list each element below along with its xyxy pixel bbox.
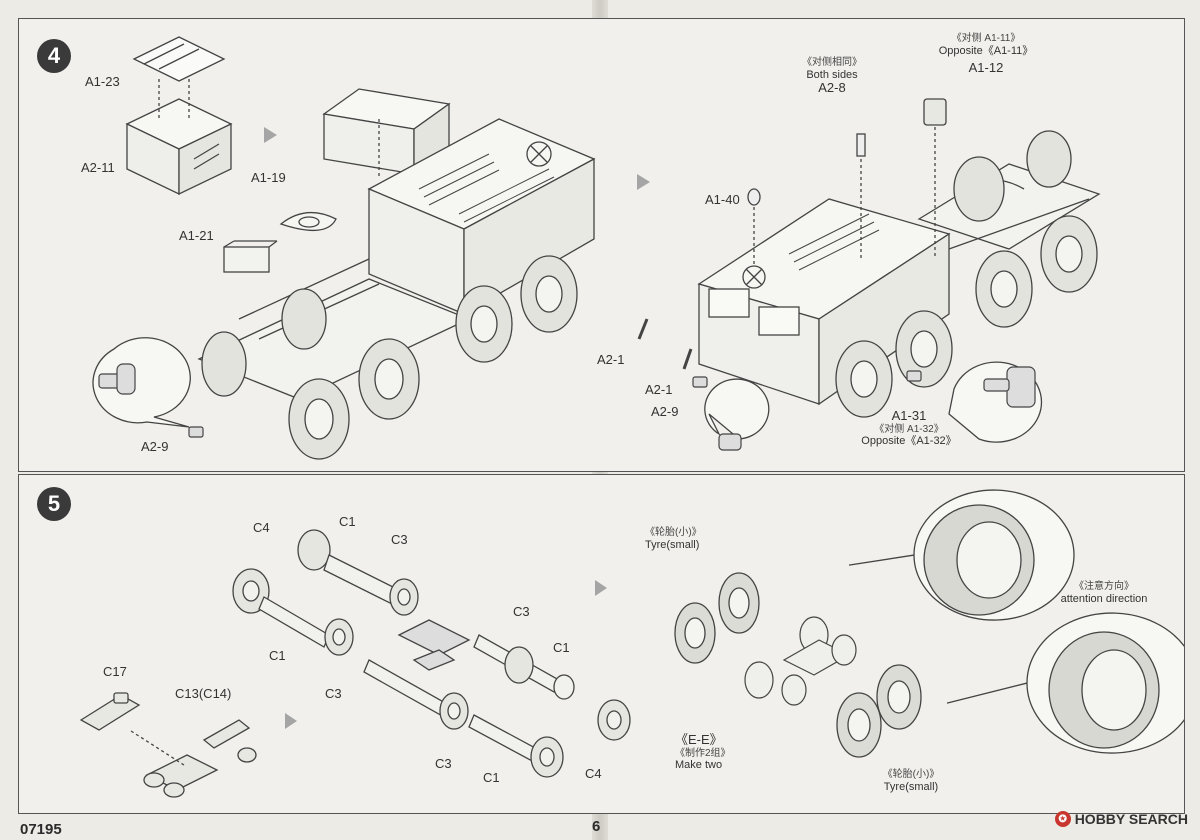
label-a1-31: A1-31 [891, 408, 927, 423]
label-ee: 《E-E》 [675, 732, 723, 747]
both-sides-cn: 《对侧相同》 [802, 57, 862, 68]
step-4-panel: 4 [18, 18, 1185, 472]
label-a1-23: A1-23 [85, 74, 120, 89]
label-c4-top: C4 [253, 520, 270, 535]
attention-en: attention direction [1060, 592, 1148, 605]
make-two-en: Make two [675, 759, 723, 772]
step-5-badge: 5 [37, 487, 71, 521]
attention-cn: 《注意方向》 [1074, 581, 1134, 592]
label-a2-11: A2-11 [81, 160, 115, 175]
label-c1-bottom: C1 [483, 770, 500, 785]
label-a2-9-left: A2-9 [141, 439, 169, 454]
label-a1-31-group: A1-31 《对侧 A1-32》 Opposite《A1-32》 [849, 408, 969, 448]
label-both-sides: 《对侧相同》 Both sides A2-8 [787, 57, 877, 96]
label-c1-mid: C1 [269, 648, 286, 663]
opposite-a1-11-cn: 《对侧 A1-11》 [951, 33, 1021, 44]
label-attention-direction: 《注意方向》 attention direction [1039, 581, 1169, 605]
watermark: ✪ HOBBY SEARCH [1054, 811, 1188, 827]
step-5-panel: 5 [18, 474, 1185, 814]
step-4-badge: 4 [37, 39, 71, 73]
tyre-small-top-cn: 《轮胎(小)》 [645, 527, 702, 538]
label-tyre-small-bottom: 《轮胎(小)》 Tyre(small) [871, 769, 951, 793]
hobby-search-logo-icon: ✪ [1054, 811, 1071, 827]
step-4-illustration [92, 36, 1101, 460]
label-c3-mid: C3 [325, 686, 342, 701]
make-two-cn: 《制作2组》 [675, 747, 731, 759]
label-a2-1-top: A2-1 [597, 352, 625, 367]
opposite-a1-32-cn: 《对侧 A1-32》 [874, 423, 944, 435]
opposite-a1-32-en: Opposite《A1-32》 [861, 435, 957, 448]
label-c1-top: C1 [339, 514, 356, 529]
label-a2-9-right: A2-9 [651, 404, 679, 419]
label-c1-right: C1 [553, 640, 570, 655]
label-a2-8: A2-8 [818, 80, 846, 96]
kit-code: 07195 [20, 821, 62, 838]
label-opposite-a1-11: 《对侧 A1-11》 Opposite《A1-11》 A1-12 [921, 33, 1051, 76]
tyre-small-top-en: Tyre(small) [645, 538, 700, 551]
label-c13-c14: C13(C14) [175, 686, 232, 701]
label-a1-19: A1-19 [251, 170, 286, 185]
label-ee-group: 《E-E》 《制作2组》 Make two [675, 732, 731, 772]
both-sides-en: Both sides [806, 68, 858, 81]
label-c3-right: C3 [513, 604, 530, 619]
label-a1-40: A1-40 [705, 192, 740, 207]
label-tyre-small-top: 《轮胎(小)》 Tyre(small) [645, 527, 702, 551]
tyre-small-bottom-cn: 《轮胎(小)》 [882, 769, 940, 780]
label-a1-21: A1-21 [179, 228, 214, 243]
label-c4-bottom: C4 [585, 766, 602, 781]
watermark-text: HOBBY SEARCH [1074, 811, 1188, 827]
label-c3-top: C3 [391, 532, 408, 547]
page-number: 6 [592, 818, 601, 835]
tyre-small-bottom-en: Tyre(small) [883, 780, 939, 793]
label-a1-12: A1-12 [968, 60, 1004, 76]
label-c17: C17 [103, 664, 127, 679]
label-c3-bottom: C3 [435, 756, 452, 771]
opposite-a1-11-en: Opposite《A1-11》 [938, 44, 1034, 57]
label-a2-1-bottom: A2-1 [645, 382, 673, 397]
step-5-illustration [79, 489, 1184, 798]
